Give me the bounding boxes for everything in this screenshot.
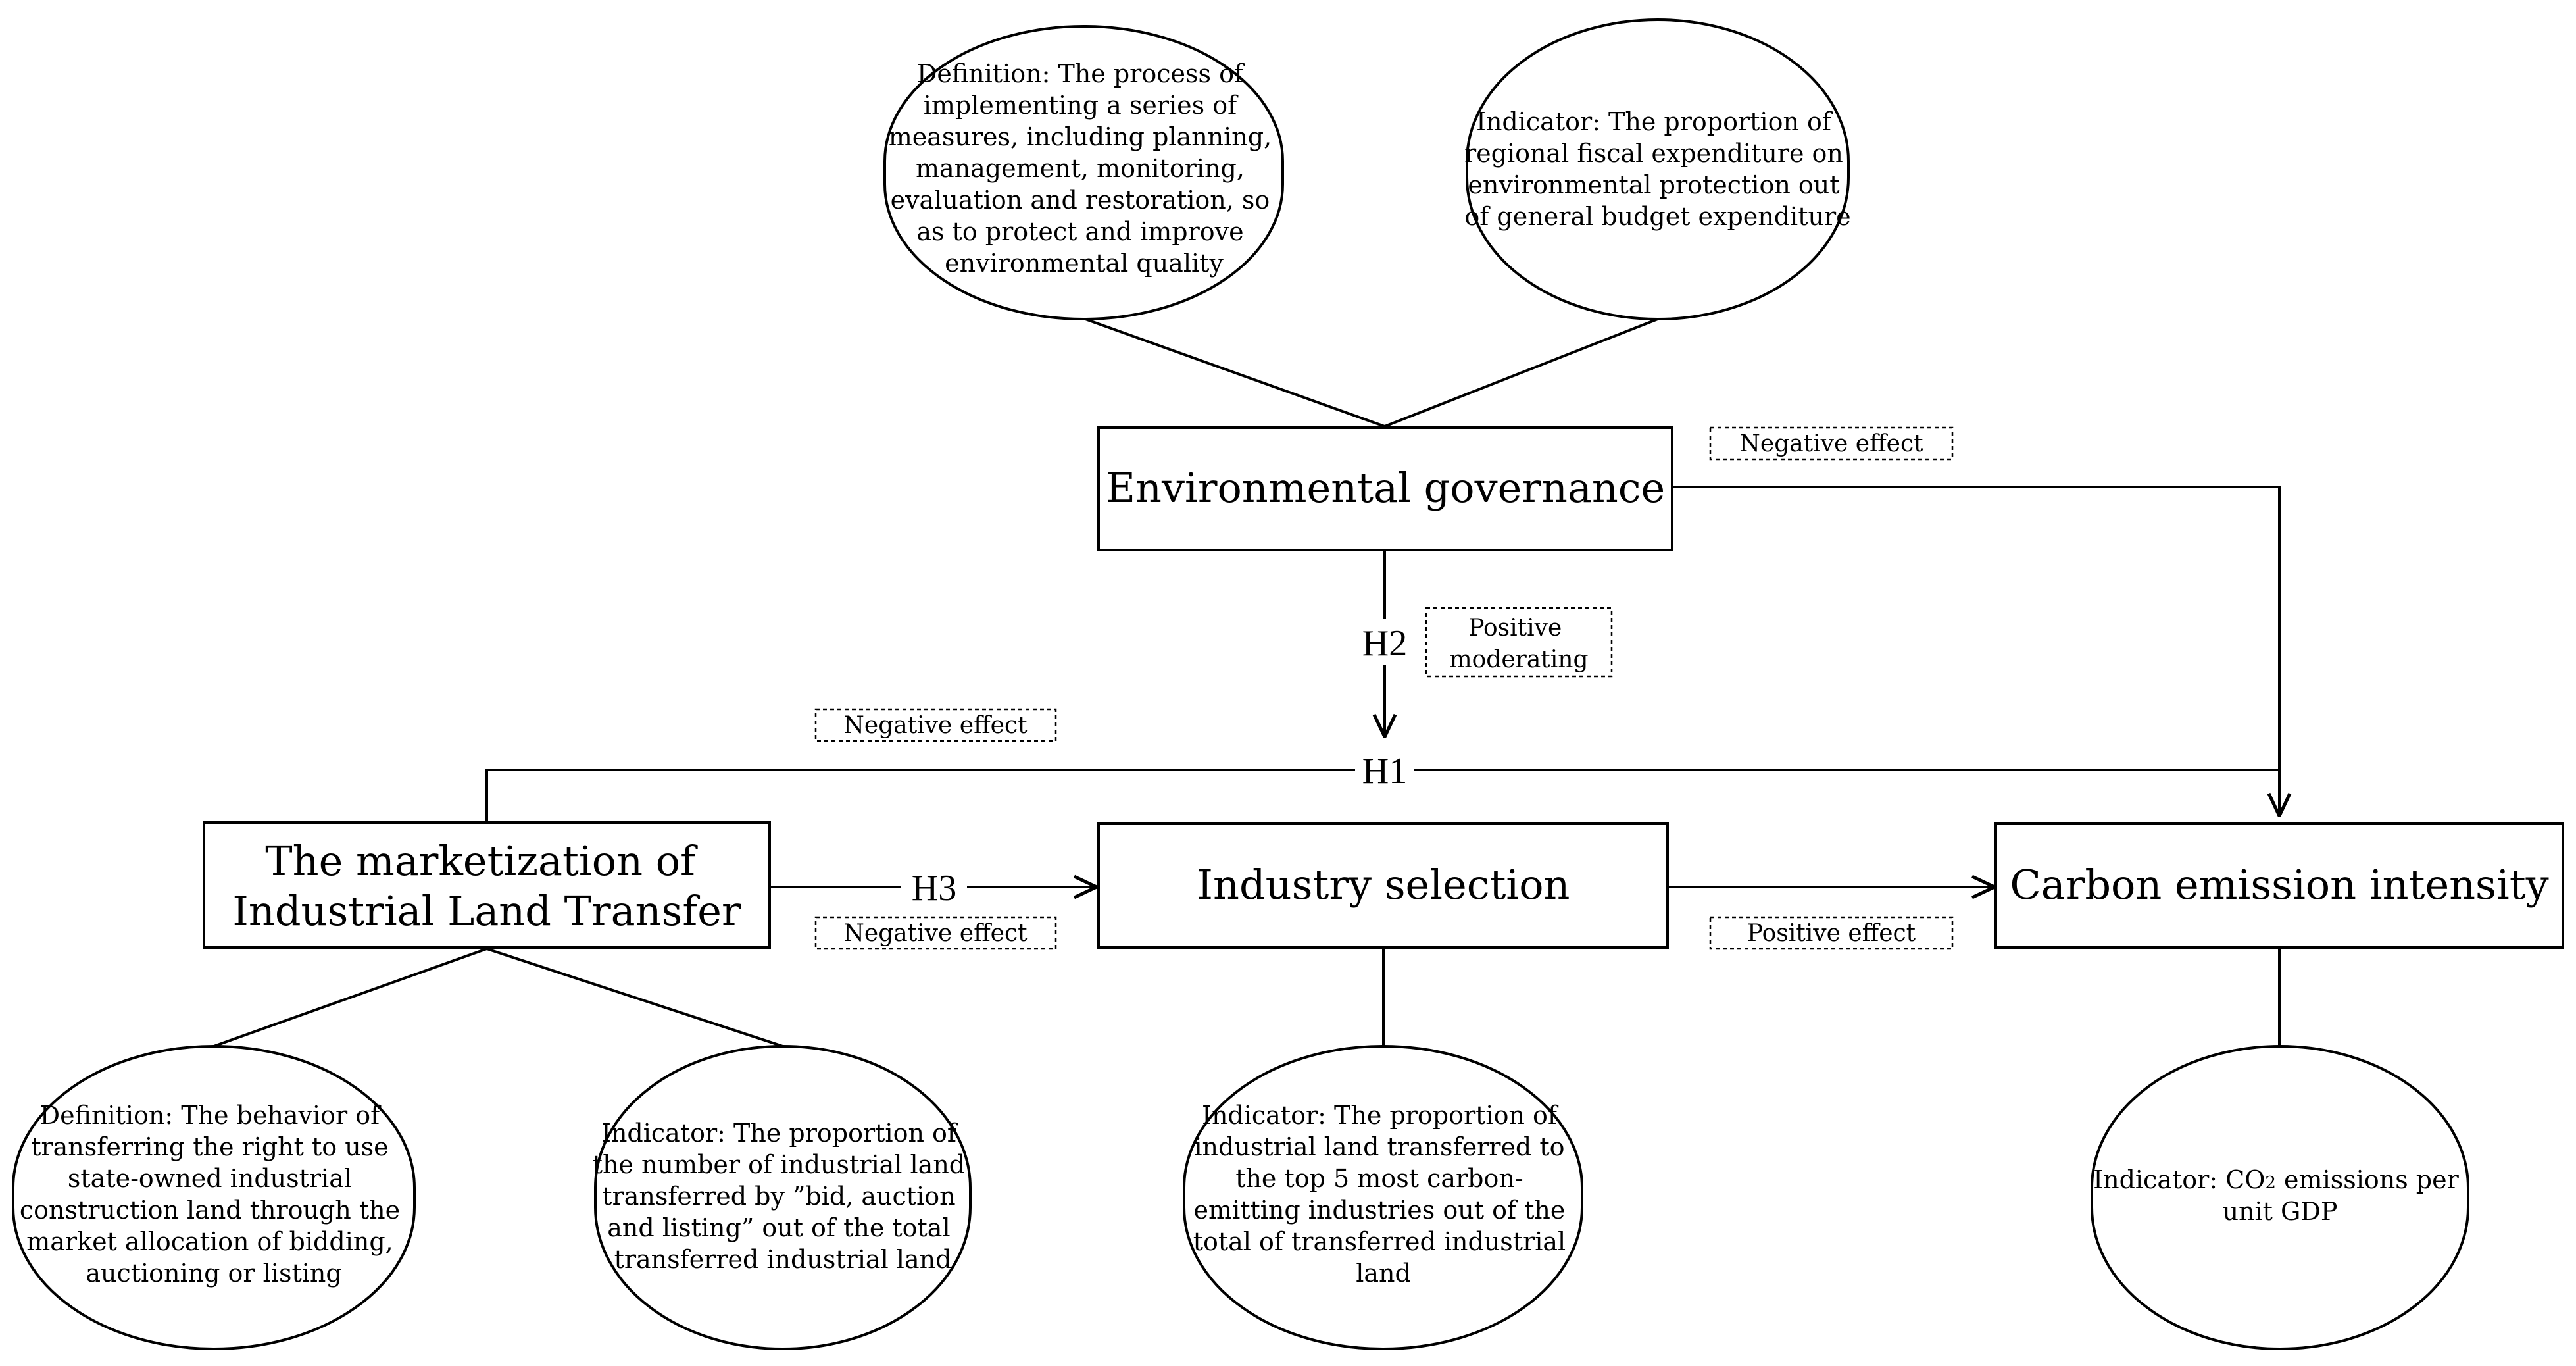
h2-effect-text: Positive moderating <box>1449 615 1588 673</box>
marketization-label: The marketization of Industrial Land Tra… <box>232 837 741 935</box>
industry-carbon-effect-tag <box>1709 916 1954 950</box>
env-definition-oval <box>883 25 1284 320</box>
carbon-emission-intensity-label: Carbon emission intensity <box>2010 861 2548 909</box>
industry-indicator-oval <box>1183 1045 1583 1350</box>
connector-env-indicator <box>1384 318 1658 428</box>
environmental-governance-box <box>1097 426 1673 551</box>
h2-effect-tag <box>1425 607 1613 678</box>
market-indicator-text: Indicator: The proportion of the number … <box>593 1119 973 1274</box>
h3-label: H3 <box>912 868 956 909</box>
industry-carbon-effect-text: Positive effect <box>1747 920 1916 947</box>
env-indicator-oval <box>1466 18 1850 320</box>
connector-market-indicator <box>486 948 783 1048</box>
industry-selection-label: Industry selection <box>1197 861 1570 909</box>
market-indicator-oval <box>594 1045 972 1350</box>
h3-effect-tag <box>814 916 1057 950</box>
marketization-box <box>203 821 771 949</box>
h1-effect-tag <box>814 708 1057 742</box>
connector-market-definition <box>213 948 487 1048</box>
industry-selection-box <box>1097 822 1669 949</box>
market-definition-oval <box>12 1045 416 1350</box>
env-definition-text: Definition: The process of implementing … <box>889 59 1280 278</box>
connector-env-carbon <box>1672 486 2279 816</box>
carbon-indicator-text: Indicator: CO2 emissions per unit GDP <box>2093 1165 2467 1226</box>
h2-label: H2 <box>1362 623 1407 664</box>
connector-h1-left <box>485 769 1355 822</box>
env-carbon-effect-tag <box>1709 426 1954 461</box>
environmental-governance-label: Environmental governance <box>1106 464 1665 512</box>
market-definition-text: Definition: The behavior of transferring… <box>20 1101 408 1288</box>
carbon-emission-intensity-box <box>1994 822 2564 949</box>
env-indicator-text: Indicator: The proportion of regional fi… <box>1464 107 1851 231</box>
h1-label: H1 <box>1362 751 1407 792</box>
h3-effect-text: Negative effect <box>843 920 1028 947</box>
connector-env-definition <box>1085 318 1385 428</box>
carbon-indicator-oval <box>2091 1045 2469 1350</box>
env-carbon-effect-text: Negative effect <box>1739 430 1923 457</box>
industry-indicator-text: Indicator: The proportion of industrial … <box>1193 1101 1574 1288</box>
h1-effect-text: Negative effect <box>843 712 1028 739</box>
